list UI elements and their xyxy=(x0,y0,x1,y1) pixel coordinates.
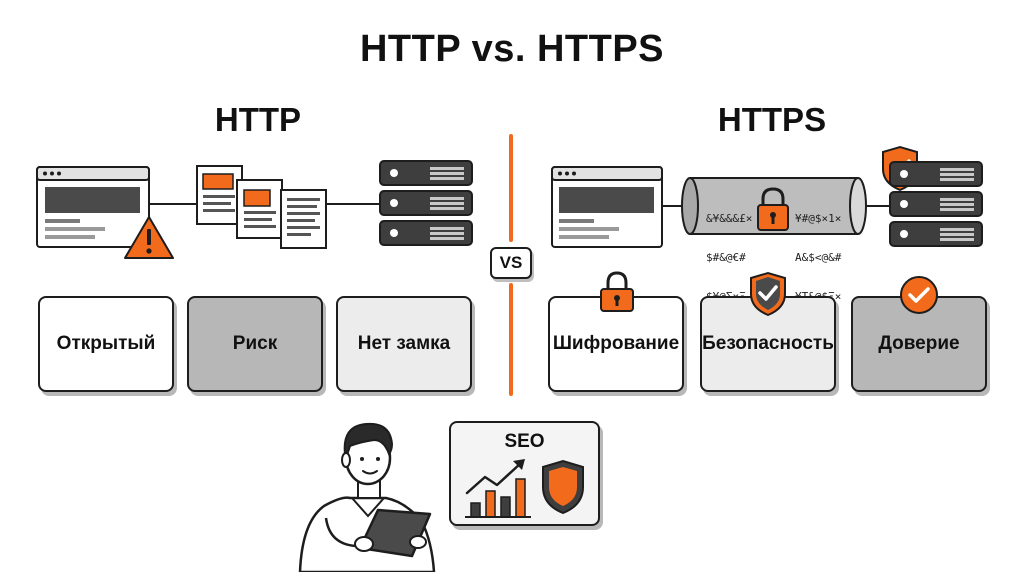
server-icon xyxy=(379,160,473,246)
divider-line-top xyxy=(509,134,513,242)
cipher-line: $#&@€# xyxy=(706,251,746,264)
padlock-icon xyxy=(600,271,634,312)
card-open: Открытый xyxy=(38,296,174,392)
https-diagram xyxy=(551,145,983,248)
browser-window-icon xyxy=(551,166,663,248)
shield-check-icon xyxy=(750,271,786,317)
document-icon xyxy=(280,189,327,249)
cipher-line: &¥&&&£× xyxy=(706,212,753,225)
vs-badge: VS xyxy=(490,247,532,279)
card-no-lock-label: Нет замка xyxy=(357,333,451,354)
seo-label: SEO xyxy=(504,431,545,452)
http-heading: HTTP xyxy=(214,101,302,138)
card-risk: Риск xyxy=(187,296,323,392)
document-icon xyxy=(196,165,243,225)
checkmark-badge-icon xyxy=(900,276,938,314)
card-security-label: Безопасность xyxy=(702,333,834,354)
cipher-line: ¥#@$×1× xyxy=(795,212,842,225)
server-icon xyxy=(889,161,983,247)
browser-window-icon xyxy=(36,166,150,248)
card-encryption-label: Шифрование xyxy=(552,333,680,354)
seo-card: SEO xyxy=(449,421,600,526)
card-no-lock: Нет замка xyxy=(336,296,472,392)
https-heading: HTTPS xyxy=(717,101,827,138)
page-title: HTTP vs. HTTPS xyxy=(359,28,665,70)
bar-chart-icon xyxy=(465,478,531,518)
seo-graphics xyxy=(465,459,584,518)
card-open-label: Открытый xyxy=(56,333,156,354)
shield-icon xyxy=(542,459,584,515)
divider-line-bottom xyxy=(509,283,513,396)
trend-arrow-icon xyxy=(465,459,525,495)
warning-icon xyxy=(124,216,174,259)
card-trust-label: Доверие xyxy=(878,333,960,354)
card-risk-label: Риск xyxy=(232,333,278,354)
padlock-icon xyxy=(757,187,789,231)
person-with-tablet xyxy=(298,422,436,572)
document-icon xyxy=(236,179,283,239)
cipher-line: A&$<@&# xyxy=(795,251,842,264)
http-diagram xyxy=(36,160,473,259)
